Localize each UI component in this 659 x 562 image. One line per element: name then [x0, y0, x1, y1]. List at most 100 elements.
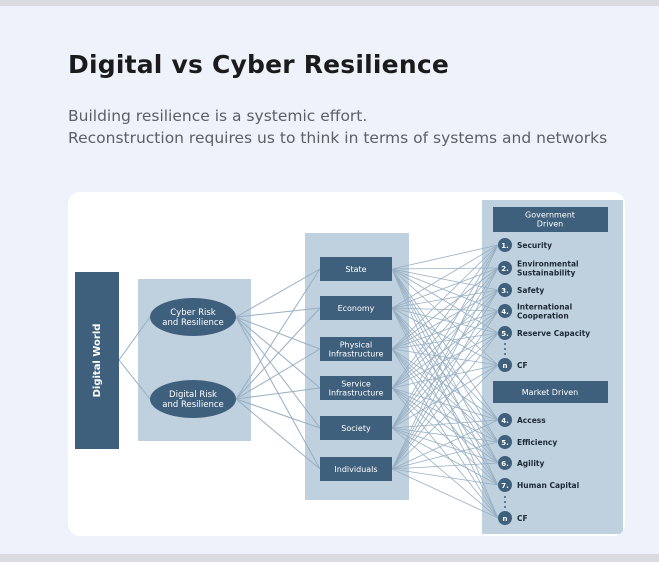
domain-box-4 — [320, 376, 392, 400]
ellipsis-dot — [504, 343, 506, 345]
market-item-number-4: 7. — [501, 482, 509, 490]
connector-domain-driver — [391, 307, 499, 464]
connector-domain-driver — [391, 244, 499, 350]
connector-resilience-domain — [235, 268, 321, 400]
government-item-number-5: 5. — [501, 330, 509, 338]
digital-world-box — [75, 272, 119, 449]
connector-resilience-domain — [235, 348, 321, 400]
connector-resilience-domain — [235, 307, 321, 318]
market-header-label: Market Driven — [522, 388, 578, 397]
domain-label-6: Individuals — [334, 465, 377, 474]
connector-domain-driver — [391, 244, 499, 470]
market-item-label-2: Efficiency — [517, 438, 557, 447]
connector-domain-driver — [391, 387, 499, 464]
government-item-label-6: CF — [517, 361, 528, 370]
connector-domain-driver — [391, 267, 499, 309]
government-item-number-2: 2. — [501, 265, 509, 273]
connector-domain-driver — [391, 419, 499, 470]
connector-domain-driver — [391, 387, 499, 421]
government-item-circle-4 — [498, 304, 512, 318]
connector-domain-driver — [391, 332, 499, 429]
government-item-circle-1 — [498, 238, 512, 252]
connector-domain-driver — [391, 441, 499, 470]
connector-domain-driver — [391, 268, 499, 312]
connector-domain-driver — [391, 289, 499, 429]
connector-domain-driver — [391, 289, 499, 389]
connector-domain-driver — [391, 307, 499, 421]
domain-box-1 — [320, 257, 392, 281]
connector-domain-driver — [391, 244, 499, 270]
connector-domain-driver — [391, 307, 499, 334]
connector-domain-driver — [391, 332, 499, 350]
market-header-box — [493, 381, 608, 403]
market-item-circle-2 — [498, 435, 512, 449]
resilience-node-2 — [150, 380, 236, 418]
market-item-number-1: 4. — [501, 417, 509, 425]
market-item-circle-1 — [498, 413, 512, 427]
connector-domain-driver — [391, 244, 499, 429]
connector-domain-driver — [391, 427, 499, 464]
connector-resilience-domain — [235, 387, 321, 400]
connector-domain-driver — [391, 364, 499, 429]
connector-domain-driver — [391, 468, 499, 486]
connector-domain-driver — [391, 289, 499, 309]
connector-resilience-domain — [235, 316, 321, 429]
market-item-label-3: Agility — [517, 459, 544, 468]
connector-root-resilience-1 — [118, 316, 151, 361]
government-item-label-3: Safety — [517, 286, 544, 295]
market-item-number-2: 5. — [501, 439, 509, 447]
subtitle-line-2: Reconstruction requires us to think in t… — [68, 129, 608, 147]
government-item-circle-3 — [498, 283, 512, 297]
connector-domain-driver — [391, 387, 499, 486]
market-item-label-4: Human Capital — [517, 481, 579, 490]
connector-domain-driver — [391, 310, 499, 429]
connector-domain-driver — [391, 332, 499, 470]
domain-label-2: Economy — [338, 304, 375, 313]
subtitle-line-1: Building resilience is a systemic effort… — [68, 107, 368, 125]
government-item-circle-5 — [498, 326, 512, 340]
connector-domain-driver — [391, 268, 499, 519]
connector-domain-driver — [391, 364, 499, 389]
connector-resilience-domain — [235, 398, 321, 470]
connector-domain-driver — [391, 387, 499, 519]
connector-domain-driver — [391, 462, 499, 470]
domain-box-6 — [320, 457, 392, 481]
market-item-label-1: Access — [517, 416, 546, 425]
connector-domain-driver — [391, 468, 499, 519]
connector-domain-driver — [391, 267, 499, 429]
market-item-circle-4 — [498, 478, 512, 492]
connector-domain-driver — [391, 419, 499, 429]
connector-domain-driver — [391, 310, 499, 350]
market-item-circle-5 — [498, 511, 512, 525]
connector-domain-driver — [391, 244, 499, 309]
domain-box-3 — [320, 337, 392, 361]
connector-domain-driver — [391, 348, 499, 519]
government-item-number-6: n — [503, 362, 508, 370]
connector-root-resilience-2 — [118, 359, 151, 400]
connector-resilience-domain — [235, 398, 321, 429]
domain-label-1: State — [345, 265, 366, 274]
government-item-label-5: Reserve Capacity — [517, 329, 590, 338]
connector-domain-driver — [391, 307, 499, 443]
government-item-number-3: 3. — [501, 287, 509, 295]
connector-resilience-domain — [235, 307, 321, 400]
government-item-circle-2 — [498, 261, 512, 275]
connector-domain-driver — [391, 427, 499, 486]
market-item-label-5: CF — [517, 514, 528, 523]
resilience-node-1 — [150, 298, 236, 336]
ellipsis-dot — [504, 501, 506, 503]
connector-domain-driver — [391, 289, 499, 350]
market-item-circle-3 — [498, 456, 512, 470]
government-header-box — [493, 207, 608, 232]
connector-domain-driver — [391, 310, 499, 389]
connector-domain-driver — [391, 364, 499, 470]
connector-domain-driver — [391, 267, 499, 389]
connector-domain-driver — [391, 268, 499, 291]
